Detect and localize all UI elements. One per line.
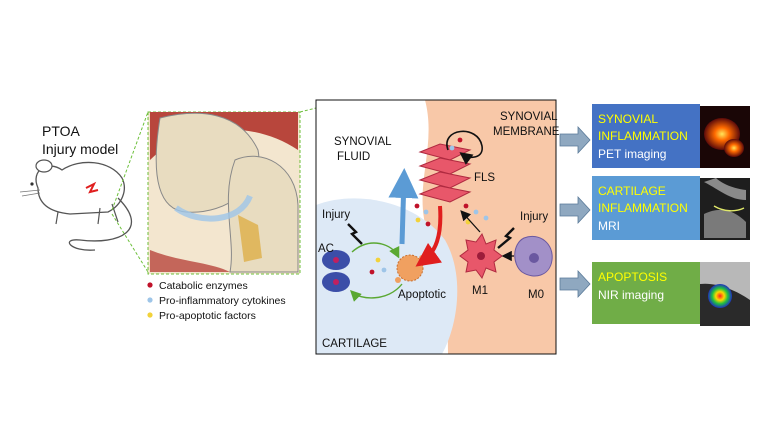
m1-label: M1 [472, 285, 488, 297]
injury-bolt-icon [85, 181, 99, 194]
imaging-panel-mri: CARTILAGE INFLAMMATION MRI [592, 176, 750, 240]
injury-right-bolt-icon [497, 227, 515, 249]
legend-label-apoptotic: Pro-apoptotic factors [159, 310, 256, 322]
legend-dot-apoptotic [147, 312, 153, 318]
apoptotic-cell [396, 254, 424, 282]
mouse-illustration: PTOA Injury model [19, 123, 133, 251]
factor-dots [369, 137, 489, 275]
synovial-fluid-label-line1: SYNOVIAL [334, 136, 392, 148]
pet-method: PET imaging [598, 147, 666, 161]
injury-right-label: Injury [520, 211, 548, 223]
nir-title-line1: APOPTOSIS [598, 270, 667, 284]
legend-dot-catabolic [147, 282, 153, 288]
legend-label-cytokines: Pro-inflammatory cytokines [159, 295, 286, 307]
mri-method: MRI [598, 219, 620, 233]
cartilage-label: CARTILAGE [322, 338, 387, 350]
injury-left-bolt-icon [347, 223, 363, 245]
m1-macrophage [459, 232, 503, 280]
fls-cells [418, 130, 483, 203]
zoom-lines [111, 107, 317, 273]
injury-left-label: Injury [322, 209, 350, 221]
legend-dot-cytokines [147, 297, 153, 303]
m0-macrophage [514, 236, 553, 277]
m0-label: M0 [528, 289, 544, 301]
legend: Catabolic enzymes Pro-inflammatory cytok… [147, 280, 286, 322]
synovial-fluid-label-line2: FLUID [337, 151, 370, 163]
imaging-panel-nir: APOPTOSIS NIR imaging [592, 262, 750, 326]
mechanism-panel: SYNOVIAL FLUID SYNOVIAL MEMBRANE CARTILA… [315, 99, 560, 355]
mri-title-line2: INFLAMMATION [598, 201, 688, 215]
model-subtitle: Injury model [42, 141, 118, 157]
legend-label-catabolic: Catabolic enzymes [159, 280, 248, 292]
pet-title-line1: SYNOVIAL [598, 112, 658, 126]
imaging-panel-pet: SYNOVIAL INFLAMMATION PET imaging [592, 104, 750, 168]
model-title: PTOA [42, 123, 81, 139]
mri-title-line1: CARTILAGE [598, 184, 666, 198]
joint-illustration [147, 111, 301, 275]
pet-title-line2: INFLAMMATION [598, 129, 688, 143]
synovial-membrane-label-line2: MEMBRANE [493, 126, 560, 138]
apoptotic-label: Apoptotic [398, 289, 446, 301]
cartilage-region [316, 198, 458, 354]
output-arrows [559, 125, 591, 299]
nir-method: NIR imaging [598, 288, 664, 302]
fls-label: FLS [474, 172, 495, 184]
ac-label: AC [318, 243, 334, 255]
synovial-membrane-label-line1: SYNOVIAL [500, 111, 558, 123]
ac-cells [322, 250, 350, 292]
